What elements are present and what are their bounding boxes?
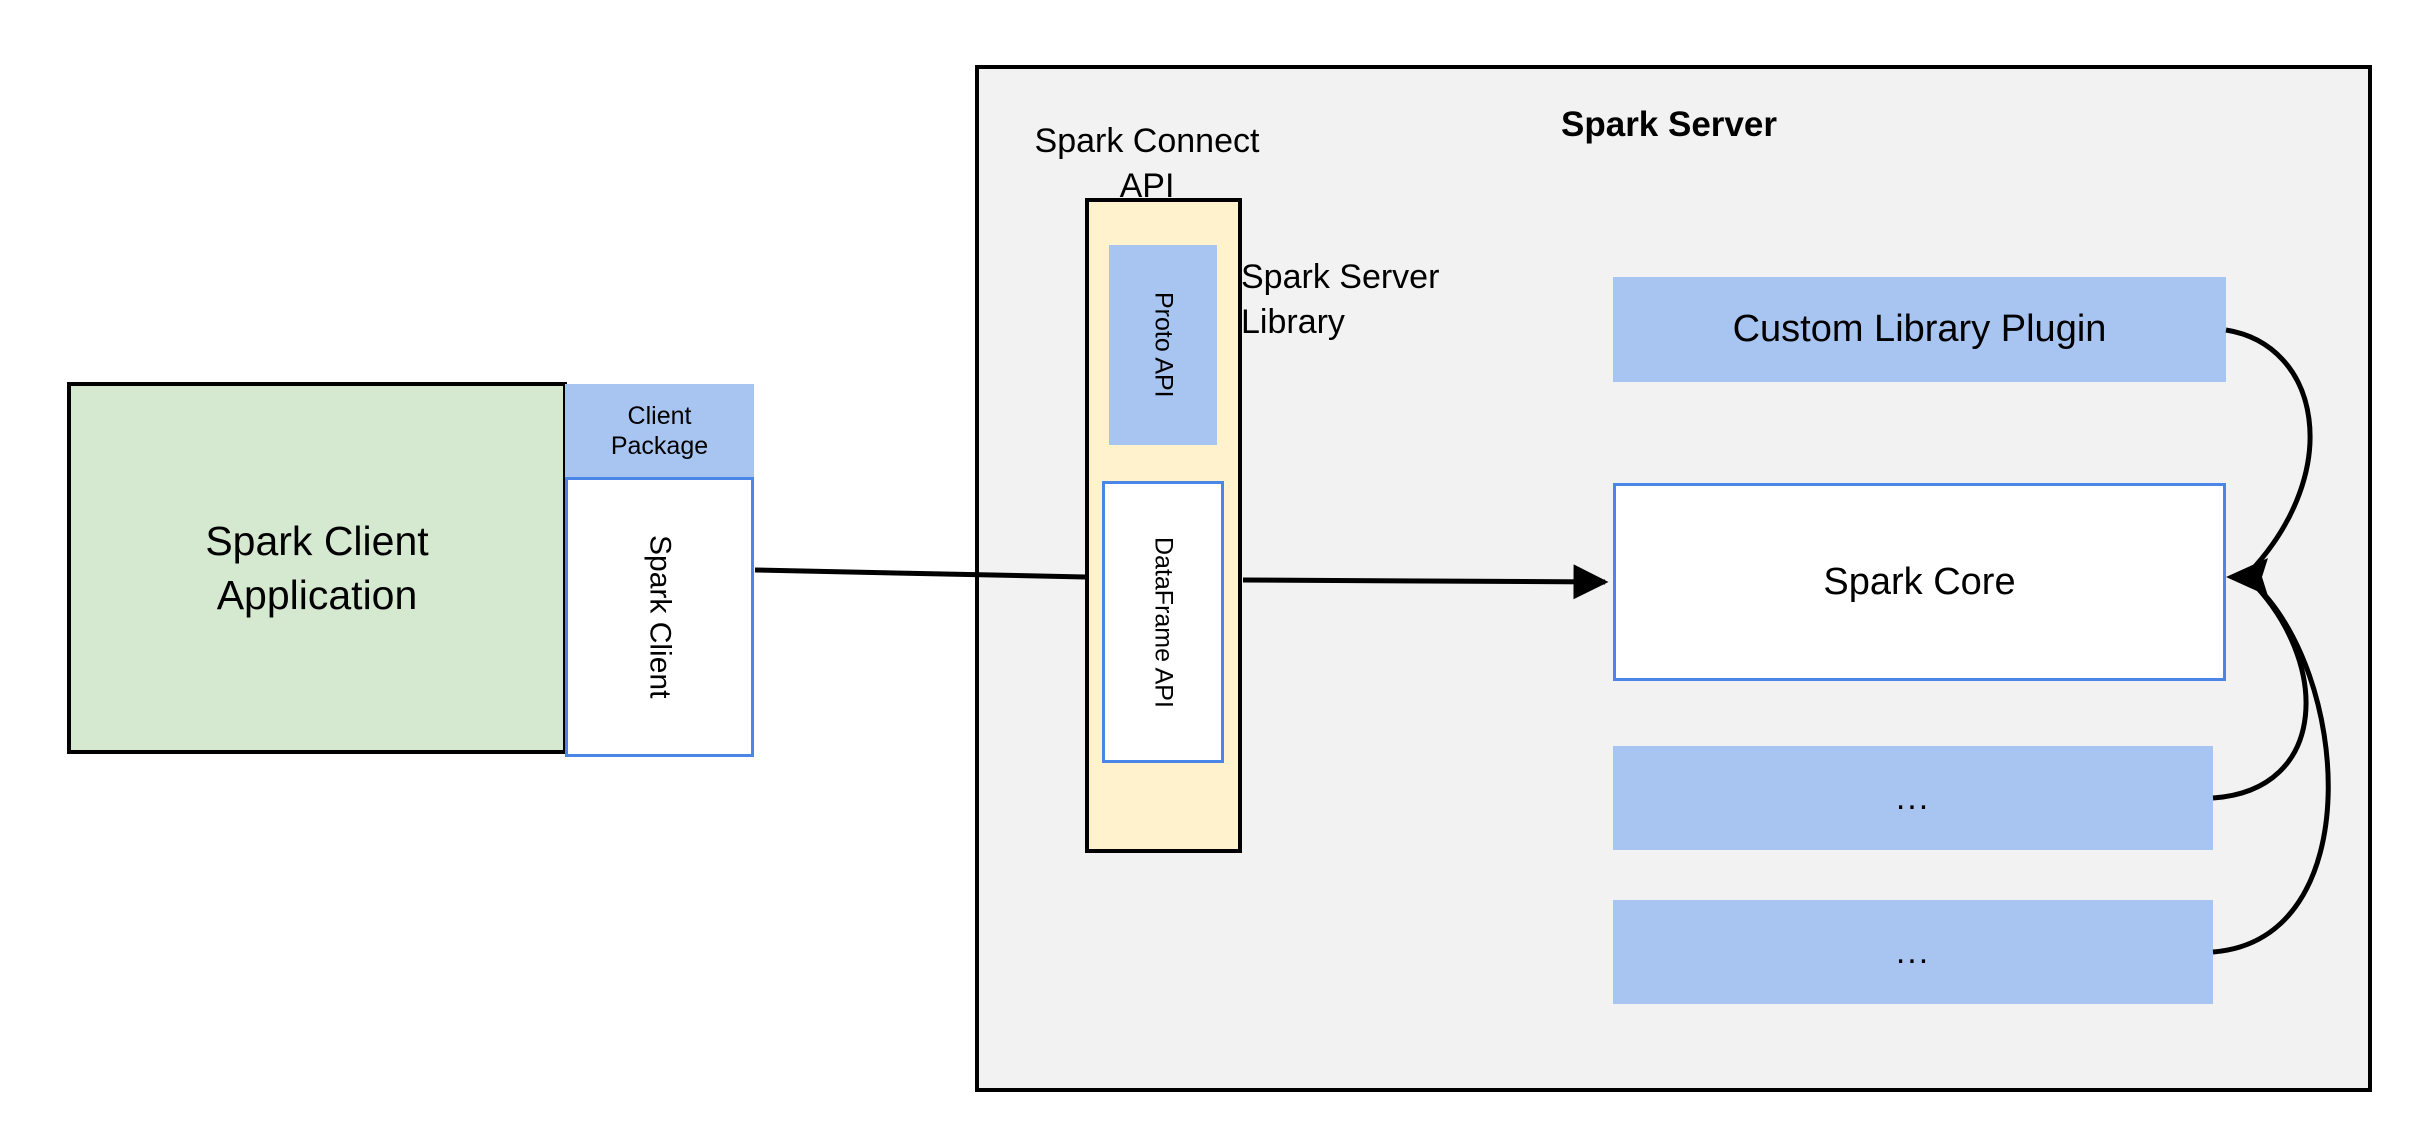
spark-server-library-label: Spark Server Library xyxy=(1241,258,1440,341)
client-package-box: Client Package xyxy=(565,384,754,478)
proto-api-box: Proto API xyxy=(1109,245,1217,445)
custom-library-plugin-label: Custom Library Plugin xyxy=(1732,308,2107,350)
dataframe-api-box: DataFrame API xyxy=(1102,481,1224,763)
spark-connect-api-label: Spark Connect API xyxy=(1034,122,1260,205)
ellipsis-box-2: ... xyxy=(1613,900,2213,1004)
spark-server-title: Spark Server xyxy=(1561,105,1777,144)
spark-client-box: Spark Client xyxy=(565,477,754,757)
spark-client-application-box: Spark Client Application xyxy=(67,382,567,754)
spark-client-application-label: Spark Client Application xyxy=(205,517,429,618)
client-package-label: Client Package xyxy=(610,401,709,461)
ellipsis-box-2-label: ... xyxy=(1895,932,1931,971)
dataframe-api-label: DataFrame API xyxy=(1149,536,1178,708)
proto-api-label: Proto API xyxy=(1149,292,1178,398)
spark-core-label: Spark Core xyxy=(1823,560,2016,603)
spark-core-box: Spark Core xyxy=(1613,483,2226,681)
spark-client-label: Spark Client xyxy=(643,535,677,699)
custom-library-plugin-box: Custom Library Plugin xyxy=(1613,277,2226,382)
ellipsis-box-1: ... xyxy=(1613,746,2213,850)
ellipsis-box-1-label: ... xyxy=(1895,778,1931,817)
